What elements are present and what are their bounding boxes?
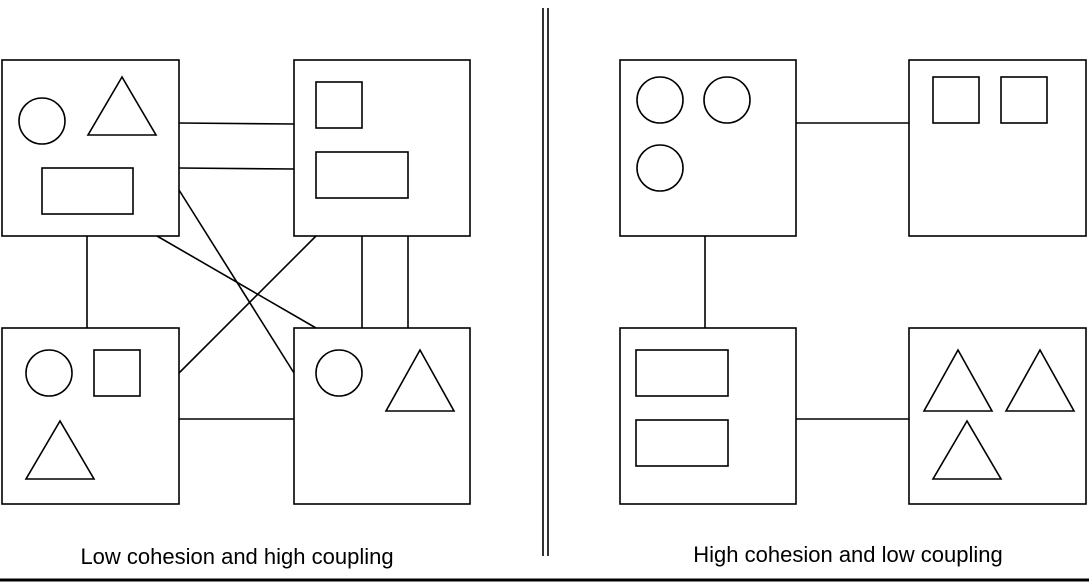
square-shape: [93, 349, 141, 397]
circle-shape: [703, 76, 751, 124]
left-module-bottom-right: [293, 327, 471, 505]
right-module-top-right: [908, 59, 1087, 237]
right-panel: High cohesion and low coupling: [619, 59, 1087, 567]
circle-shape: [636, 76, 684, 124]
circle-shape: [25, 349, 73, 397]
module-box: [293, 327, 471, 505]
left-caption: Low cohesion and high coupling: [80, 544, 393, 569]
right-module-top-left: [619, 59, 797, 237]
triangle-shape: [1004, 348, 1076, 412]
square-shape: [932, 76, 980, 124]
rectangle-shape: [635, 419, 729, 467]
square-shape: [315, 81, 363, 129]
right-caption: High cohesion and low coupling: [693, 542, 1002, 567]
rectangle-shape: [41, 167, 134, 215]
circle-shape: [315, 349, 363, 397]
connector-tr-bl-diagonal: [178, 235, 317, 374]
rectangle-shape: [315, 151, 409, 199]
left-connections: [86, 122, 409, 420]
connector-tl-tr-2: [178, 167, 295, 170]
circle-shape: [18, 97, 66, 145]
connector-tl-tr-1: [178, 122, 295, 125]
triangle-shape: [384, 348, 456, 412]
triangle-shape: [24, 419, 96, 480]
rectangle-shape: [635, 349, 729, 397]
triangle-shape: [922, 348, 994, 412]
left-panel: Low cohesion and high coupling: [1, 59, 471, 569]
triangle-shape: [931, 419, 1003, 480]
panel-divider: [542, 8, 549, 556]
square-shape: [1000, 76, 1048, 124]
right-module-bottom-right: [908, 327, 1087, 505]
left-module-top-right: [293, 59, 471, 237]
right-module-bottom-left: [619, 327, 797, 505]
connector-tl-br-diagonal: [178, 189, 295, 374]
left-module-top-left: [1, 59, 180, 237]
left-module-bottom-left: [1, 327, 180, 505]
circle-shape: [636, 144, 684, 192]
right-connections: [704, 122, 909, 420]
triangle-shape: [86, 75, 158, 136]
